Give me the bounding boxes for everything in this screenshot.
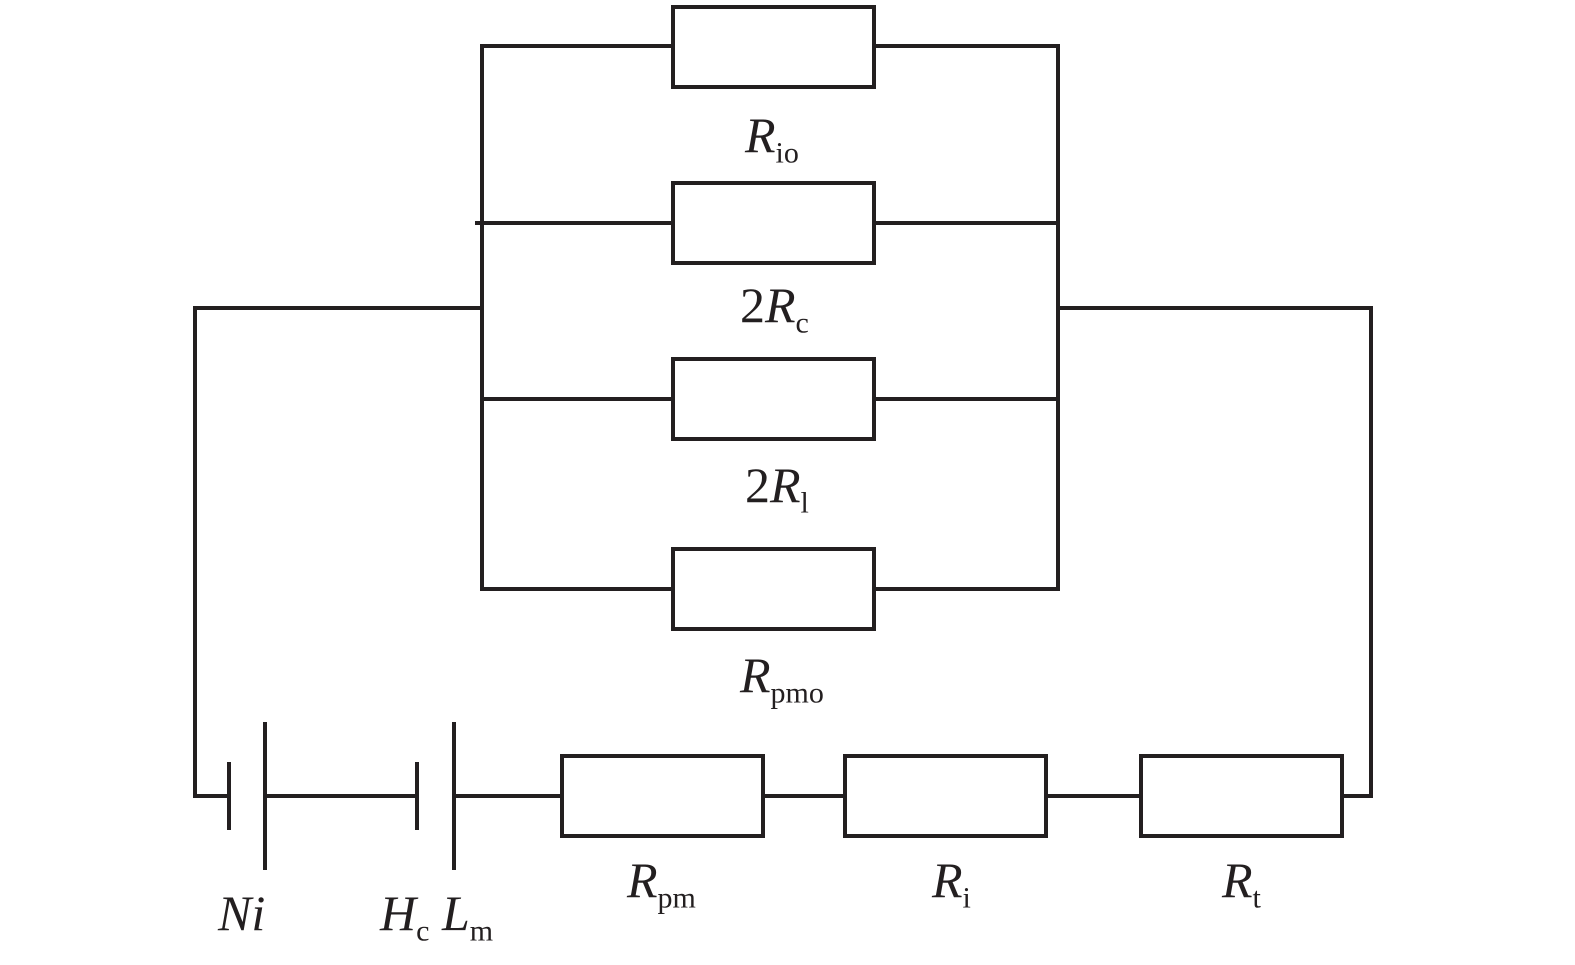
resistor-rio (671, 5, 876, 89)
resistor-ri (843, 754, 1048, 838)
resistor-rpmo (671, 547, 876, 631)
resistor-rt (1139, 754, 1344, 838)
label-ni: Ni (218, 885, 266, 941)
label-2rc: 2Rc (740, 277, 809, 340)
label-rpmo: Rpmo (740, 647, 824, 710)
resistor-rpm (560, 754, 765, 838)
outer-right-wire (1056, 306, 1373, 798)
label-rio: Rio (745, 107, 799, 170)
resistor-2rl (671, 357, 876, 441)
label-hclm: Hc Lm (380, 885, 494, 948)
label-2rl: 2Rl (745, 457, 809, 520)
label-rt: Rt (1222, 852, 1261, 915)
label-ri: Ri (932, 852, 971, 915)
outer-left-wire (193, 306, 484, 798)
resistor-2rc (671, 181, 876, 265)
label-rpm: Rpm (627, 852, 696, 915)
